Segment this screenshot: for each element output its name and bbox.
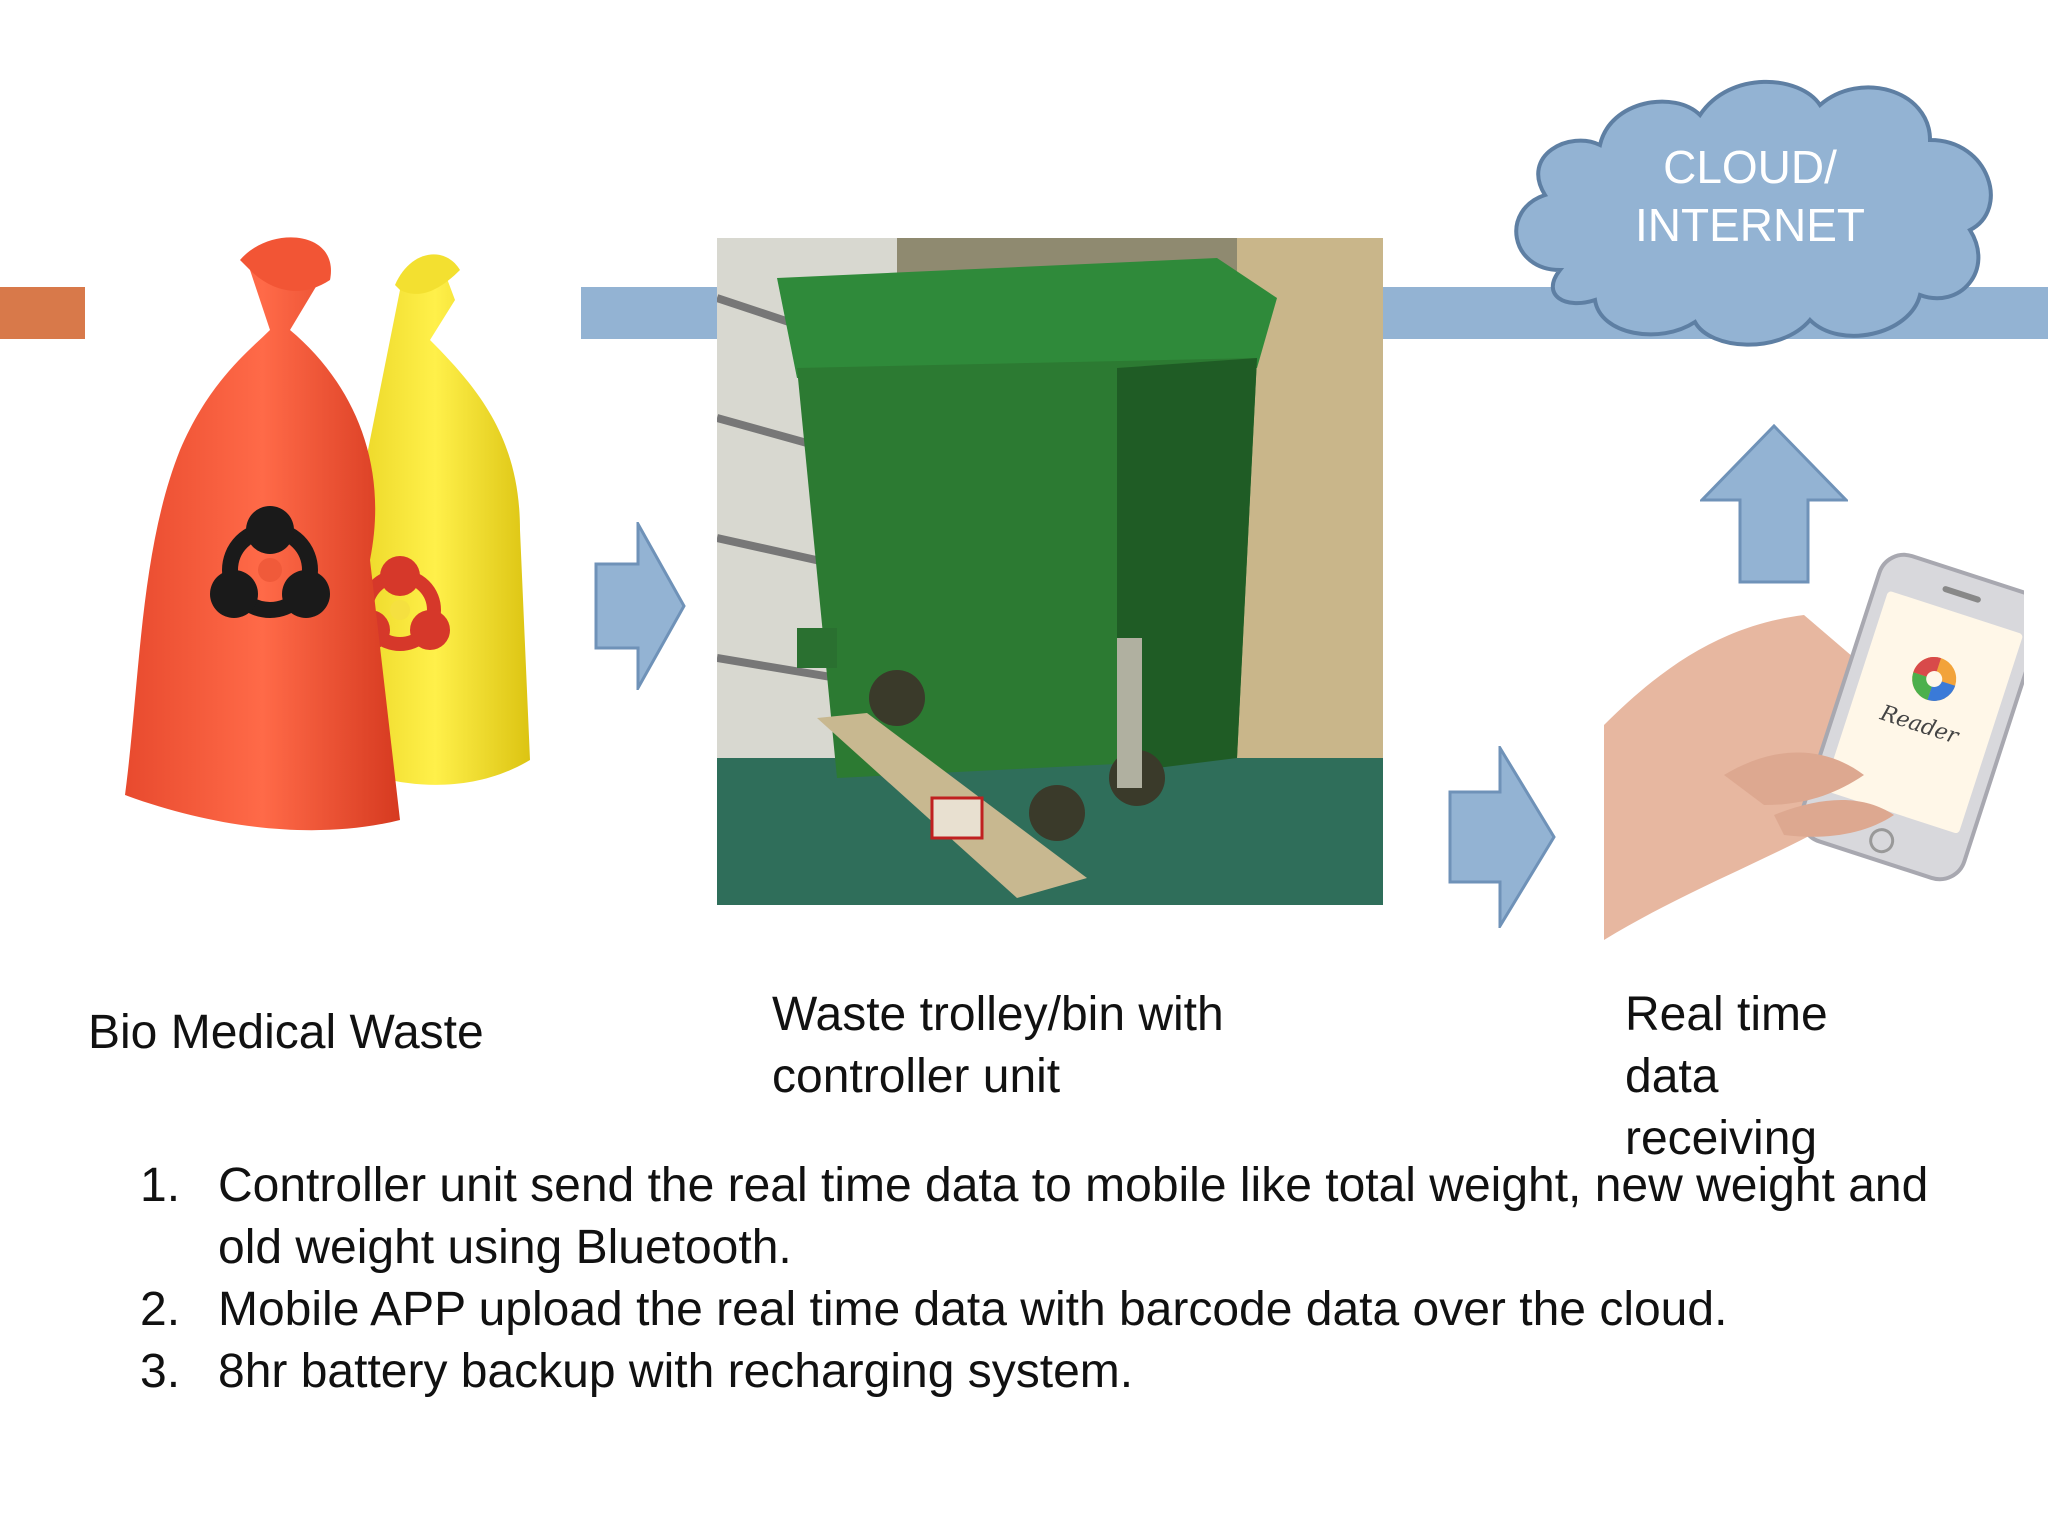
arrow-right-icon	[594, 522, 686, 690]
smartphone-image: Reader	[1604, 552, 2024, 940]
list-item-number: 2.	[140, 1283, 181, 1336]
list-item: 3. 8hr battery backup with recharging sy…	[140, 1341, 1940, 1403]
cloud-icon	[1514, 79, 1993, 347]
feature-list: 1. Controller unit send the real time da…	[140, 1155, 1940, 1403]
biohazard-bags-image	[125, 237, 530, 831]
accent-bar	[0, 287, 85, 339]
cloud-label: CLOUD/ INTERNET	[1635, 141, 1865, 251]
list-item-text: Mobile APP upload the real time data wit…	[218, 1283, 1728, 1336]
list-item-number: 1.	[140, 1159, 181, 1212]
stage-label-waste-bin: Waste trolley/bin with controller unit	[772, 988, 1224, 1103]
list-item: 2. Mobile APP upload the real time data …	[140, 1279, 1940, 1341]
list-item-text: 8hr battery backup with recharging syste…	[218, 1345, 1134, 1398]
stage-label-real-time-data: Real time data receiving	[1625, 988, 1828, 1165]
waste-bin-image	[717, 238, 1383, 905]
arrow-up-icon	[1700, 424, 1848, 584]
list-item: 1. Controller unit send the real time da…	[140, 1155, 1940, 1279]
list-item-text: Controller unit send the real time data …	[218, 1159, 1929, 1274]
stage-label-bio-medical-waste: Bio Medical Waste	[88, 1006, 484, 1059]
list-item-number: 3.	[140, 1345, 181, 1398]
arrow-right-icon	[1448, 746, 1556, 928]
flow-connector-left	[581, 287, 721, 339]
